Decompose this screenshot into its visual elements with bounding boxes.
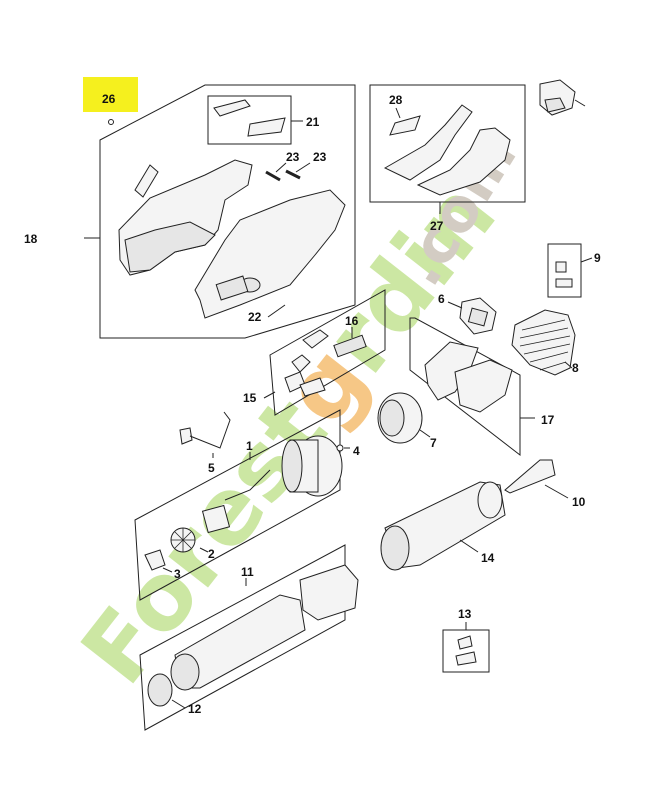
part-group-11: 11 12	[139, 544, 359, 731]
label-15: 15	[243, 391, 257, 405]
label-8: 8	[572, 361, 579, 375]
label-1: 1	[246, 439, 253, 453]
label-26: 26	[102, 92, 116, 106]
part-7: 7	[377, 392, 437, 450]
label-11: 11	[241, 565, 254, 579]
motor-group-1: 1 4 2 3	[134, 409, 360, 601]
label-22: 22	[248, 310, 262, 324]
label-2: 2	[208, 547, 215, 561]
label-23b: 23	[313, 150, 327, 164]
label-23a: 23	[286, 150, 300, 164]
screw-26	[108, 119, 114, 125]
part-10: 10	[504, 459, 586, 509]
label-5: 5	[208, 461, 215, 475]
label-16: 16	[345, 314, 359, 328]
part-6: 6	[438, 292, 497, 335]
label-3: 3	[174, 567, 181, 581]
part-8: 8	[511, 309, 579, 376]
label-10: 10	[572, 495, 586, 509]
part-group-15: 16 15	[243, 289, 386, 416]
connector-part	[539, 79, 586, 116]
housing-group-18: 18 21 23 23 22	[24, 84, 356, 339]
label-7: 7	[430, 436, 437, 450]
label-6: 6	[438, 292, 445, 306]
cover-group-27: 28 27	[369, 84, 526, 233]
label-28: 28	[389, 93, 403, 107]
label-18: 18	[24, 232, 38, 246]
part-14: 14	[380, 481, 506, 571]
label-27: 27	[430, 219, 444, 233]
label-9: 9	[594, 251, 601, 265]
label-14: 14	[481, 551, 495, 565]
part-26-highlight	[83, 77, 138, 112]
label-12: 12	[188, 702, 202, 716]
part-9: 9	[547, 243, 601, 298]
label-13: 13	[458, 607, 472, 621]
part-5: 5	[179, 411, 231, 475]
part-13: 13	[442, 607, 490, 673]
part-group-17: 17	[409, 317, 555, 457]
label-21: 21	[306, 115, 320, 129]
label-17: 17	[541, 413, 555, 427]
label-4: 4	[353, 444, 360, 458]
